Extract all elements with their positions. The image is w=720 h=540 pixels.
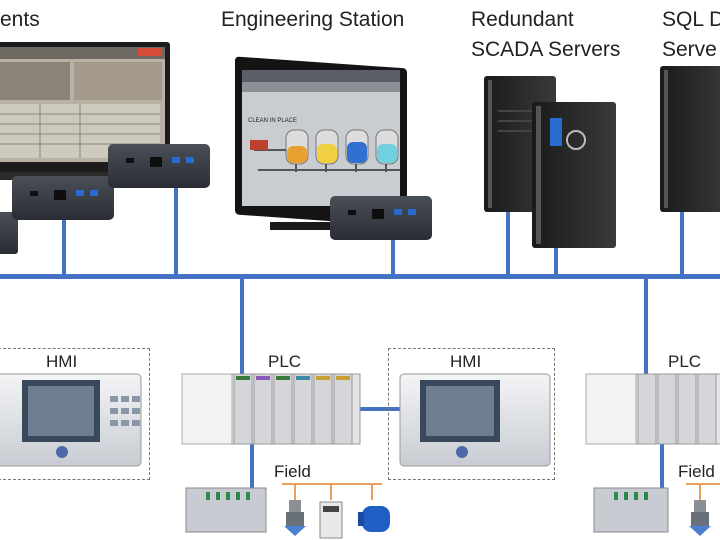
client-mini-pc-1 — [0, 212, 18, 254]
valve-icon-right — [689, 500, 711, 536]
drop-scada-2 — [554, 246, 558, 276]
tank-1 — [285, 129, 309, 165]
client-monitor — [0, 42, 170, 180]
io-block-left — [185, 487, 267, 533]
tank-2 — [315, 129, 339, 165]
drop-plc-left — [240, 276, 244, 376]
plc-right-label: PLC — [668, 352, 702, 371]
drop-io-left — [250, 440, 254, 490]
engineering-station-label: Engineering Station — [221, 8, 405, 31]
tank-4 — [375, 129, 399, 165]
field-left-label: Field — [274, 462, 311, 481]
hmi-middle-label: HMI — [450, 352, 482, 371]
drop-plc-right — [644, 276, 648, 376]
plc-rack-right — [585, 373, 720, 445]
plc-left-label: PLC — [268, 352, 302, 371]
network-backbone — [0, 274, 720, 279]
scada-servers-label-1: Redundant — [471, 8, 574, 31]
hmi-left-frame — [0, 348, 150, 480]
scada-server-2 — [532, 102, 616, 248]
hmi-middle-frame — [388, 348, 555, 480]
drive-icon — [319, 501, 343, 539]
sql-servers-label-2: Serve — [662, 38, 717, 61]
sql-servers-label-1: SQL D — [662, 8, 720, 31]
io-block-right — [593, 487, 669, 533]
client-mini-pc-3 — [108, 144, 210, 188]
drop-scada-1 — [506, 210, 510, 276]
link-plc-hmi — [360, 407, 402, 411]
clients-label: ents — [0, 8, 40, 31]
client-mini-pc-2 — [12, 176, 114, 220]
field-wiring-left — [282, 483, 382, 500]
field-wiring-right — [686, 483, 720, 500]
motor-icon — [358, 506, 390, 532]
drop-client-1 — [62, 218, 66, 276]
tank-3 — [345, 129, 369, 165]
sql-server — [660, 66, 720, 212]
scada-servers-label-2: SCADA Servers — [471, 38, 621, 61]
hmi-panel-middle — [399, 373, 551, 467]
screen-caption: CLEAN IN PLACE — [248, 118, 297, 124]
hmi-panel-left — [0, 373, 142, 467]
drop-sql — [680, 210, 684, 276]
valve-icon-left — [284, 500, 306, 536]
hmi-left-label: HMI — [46, 352, 78, 371]
plc-rack-left — [181, 373, 361, 445]
drop-engineering — [391, 240, 395, 276]
drop-io-right — [660, 440, 664, 490]
drop-client-2 — [174, 186, 178, 276]
engineering-mini-pc — [330, 196, 432, 240]
engineering-monitor: CLEAN IN PLACE — [235, 56, 407, 230]
field-right-label: Field — [678, 462, 715, 481]
